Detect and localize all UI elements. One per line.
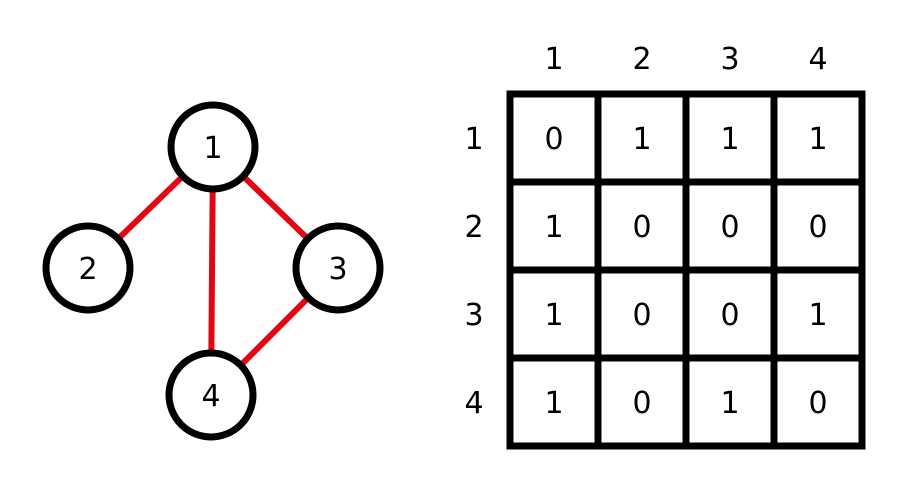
node-circle bbox=[42, 222, 134, 314]
matrix-cell-2-4: 0 bbox=[808, 210, 827, 245]
matrix-cell-3-2: 0 bbox=[632, 298, 651, 333]
matrix-cell-4-1: 1 bbox=[544, 386, 563, 421]
node-circle bbox=[167, 101, 259, 193]
column-header-4: 4 bbox=[808, 42, 827, 77]
matrix-cell-4-3: 1 bbox=[720, 386, 739, 421]
adjacency-matrix: 1 2 3 4 1 2 3 4 0 1 1 1 1 0 0 0 1 0 0 1 1 0 1 0 bbox=[464, 42, 866, 450]
matrix-cell-4-4: 0 bbox=[808, 386, 827, 421]
matrix-cell-2-1: 1 bbox=[544, 210, 563, 245]
graph-node-3: 3 bbox=[292, 222, 384, 314]
matrix-cell-3-1: 1 bbox=[544, 298, 563, 333]
column-header-1: 1 bbox=[544, 42, 563, 77]
column-header-3: 3 bbox=[720, 42, 739, 77]
graph-nodes: 1 2 3 4 bbox=[42, 101, 384, 441]
graph-node-2: 2 bbox=[42, 222, 134, 314]
node-label: 4 bbox=[201, 379, 220, 414]
matrix-cell-2-3: 0 bbox=[720, 210, 739, 245]
matrix-cell-1-1: 0 bbox=[544, 122, 563, 157]
graph-node-4: 4 bbox=[165, 349, 257, 441]
graph-node-1: 1 bbox=[167, 101, 259, 193]
node-label: 2 bbox=[78, 252, 97, 287]
row-header-4: 4 bbox=[464, 386, 483, 421]
node-label: 1 bbox=[203, 131, 222, 166]
matrix-cell-4-2: 0 bbox=[632, 386, 651, 421]
row-header-1: 1 bbox=[464, 122, 483, 157]
matrix-cell-1-3: 1 bbox=[720, 122, 739, 157]
matrix-cell-1-2: 1 bbox=[632, 122, 651, 157]
row-header-3: 3 bbox=[464, 298, 483, 333]
matrix-cell-3-3: 0 bbox=[720, 298, 739, 333]
node-circle bbox=[292, 222, 384, 314]
matrix-cell-3-4: 1 bbox=[808, 298, 827, 333]
column-header-2: 2 bbox=[632, 42, 651, 77]
matrix-cell-1-4: 1 bbox=[808, 122, 827, 157]
node-circle bbox=[165, 349, 257, 441]
node-label: 3 bbox=[328, 252, 347, 287]
row-header-2: 2 bbox=[464, 210, 483, 245]
matrix-cell-2-2: 0 bbox=[632, 210, 651, 245]
